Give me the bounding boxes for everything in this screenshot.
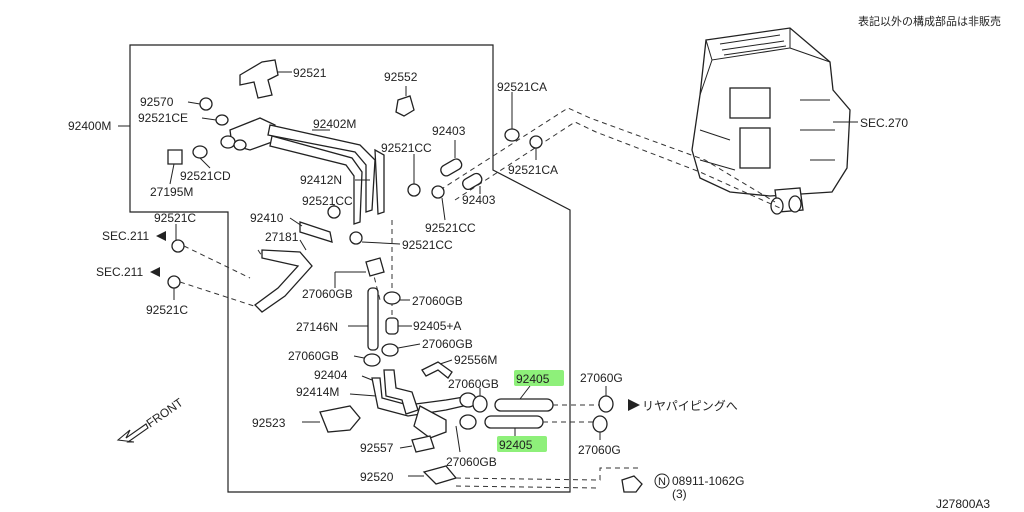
clamp-92521cc-c <box>431 185 445 199</box>
highlight-92405-b <box>497 436 547 452</box>
highlight-92405-a <box>514 370 564 386</box>
svg-text:27060GB: 27060GB <box>302 287 353 301</box>
clip-92552 <box>395 95 415 117</box>
svg-text:92521C: 92521C <box>154 211 196 225</box>
svg-text:92552: 92552 <box>384 70 418 84</box>
diagram-code: J27800A3 <box>936 497 990 511</box>
clamp-92521c-b <box>167 275 181 289</box>
svg-text:92523: 92523 <box>252 416 286 430</box>
svg-text:92403: 92403 <box>462 193 496 207</box>
svg-text:08911-1062G: 08911-1062G <box>672 474 745 488</box>
cap-27195m <box>167 149 183 165</box>
clamp-27060gb-d <box>363 353 381 367</box>
hose-92410 <box>299 221 333 243</box>
svg-text:27060G: 27060G <box>580 371 623 385</box>
svg-text:27060GB: 27060GB <box>422 337 473 351</box>
svg-text:(3): (3) <box>672 487 687 501</box>
arrow-left-icon <box>156 231 166 241</box>
svg-text:92521CA: 92521CA <box>497 80 547 94</box>
svg-text:92403: 92403 <box>432 124 466 138</box>
sec-270-ref: SEC.270 <box>860 116 908 130</box>
svg-text:N: N <box>658 476 666 488</box>
svg-text:27060GB: 27060GB <box>446 455 497 469</box>
hose-92405a <box>385 317 399 335</box>
svg-text:92405+A: 92405+A <box>413 319 461 333</box>
hose-27181 <box>254 249 313 313</box>
hose-27146n <box>367 287 379 351</box>
svg-text:27146N: 27146N <box>296 320 338 334</box>
svg-text:92521CC: 92521CC <box>425 221 476 235</box>
arrow-left-icon <box>150 267 160 277</box>
part-label-92405-b: 92405 <box>499 438 533 452</box>
clamp-27060gb-e <box>472 395 488 413</box>
clamp-27060g-b <box>592 415 608 433</box>
bracket-92523 <box>319 405 361 433</box>
clamp-92521ce <box>215 114 229 126</box>
clamp-27060g-a <box>598 395 614 413</box>
svg-text:27060GB: 27060GB <box>448 377 499 391</box>
svg-text:27181: 27181 <box>265 230 299 244</box>
svg-text:92556M: 92556M <box>454 353 497 367</box>
hose-92405-b <box>484 415 544 429</box>
clamp-27060gb-b <box>383 291 401 305</box>
svg-text:92414M: 92414M <box>296 385 339 399</box>
svg-text:リヤパイピングへ: リヤパイピングへ <box>642 399 738 413</box>
svg-text:92521CD: 92521CD <box>180 169 231 183</box>
svg-text:27060G: 27060G <box>578 443 621 457</box>
clamp-92521cd <box>192 145 208 159</box>
hose-92403-b <box>462 172 483 191</box>
svg-text:92521CC: 92521CC <box>402 238 453 252</box>
plug-92570 <box>199 97 213 111</box>
svg-text:92521C: 92521C <box>146 303 188 317</box>
svg-text:92400M: 92400M <box>68 119 111 133</box>
svg-text:92521CE: 92521CE <box>138 111 188 125</box>
svg-text:92521CC: 92521CC <box>381 141 432 155</box>
svg-text:92412N: 92412N <box>300 173 342 187</box>
lower-pipe-assembly <box>371 369 477 439</box>
non-sale-note: 表記以外の構成部品は非販売 <box>858 14 1001 28</box>
svg-text:92521: 92521 <box>293 66 327 80</box>
bracket-92521 <box>239 59 279 99</box>
assembly-border <box>129 44 571 493</box>
bracket-92557 <box>411 435 435 453</box>
hose-92405-a <box>494 398 554 412</box>
svg-text:92520: 92520 <box>360 470 394 484</box>
front-label: FRONT <box>144 395 186 431</box>
valve-assembly <box>220 117 385 225</box>
clamp-27060gb-a <box>365 257 385 277</box>
svg-text:SEC.211: SEC.211 <box>102 229 149 243</box>
svg-text:27060GB: 27060GB <box>288 349 339 363</box>
hose-92403-a <box>440 158 463 177</box>
clamp-92521ca <box>504 128 520 142</box>
clamp-92521c-a <box>171 239 185 253</box>
svg-text:92402M: 92402M <box>313 117 356 131</box>
clamp-92521cc-d <box>349 231 363 245</box>
front-arrow-icon <box>116 423 149 443</box>
part-label-92405-a: 92405 <box>516 372 550 386</box>
svg-text:92521CC: 92521CC <box>302 194 353 208</box>
heater-unit <box>691 27 851 215</box>
svg-text:SEC.211: SEC.211 <box>96 265 143 279</box>
arrow-right-icon <box>628 399 640 411</box>
svg-text:92404: 92404 <box>314 368 348 382</box>
n-mark-icon <box>654 473 670 489</box>
svg-text:92557: 92557 <box>360 441 394 455</box>
clamp-27060gb-c <box>381 343 399 357</box>
clamp-92521cc-a <box>407 183 421 197</box>
bracket-92556m <box>421 361 453 379</box>
svg-text:92570: 92570 <box>140 95 174 109</box>
svg-text:27060GB: 27060GB <box>412 294 463 308</box>
nut-08911 <box>621 475 643 493</box>
svg-text:92410: 92410 <box>250 211 284 225</box>
svg-text:27195M: 27195M <box>150 185 193 199</box>
clamp-92521ca-b <box>529 135 543 149</box>
svg-text:92521CA: 92521CA <box>508 163 558 177</box>
